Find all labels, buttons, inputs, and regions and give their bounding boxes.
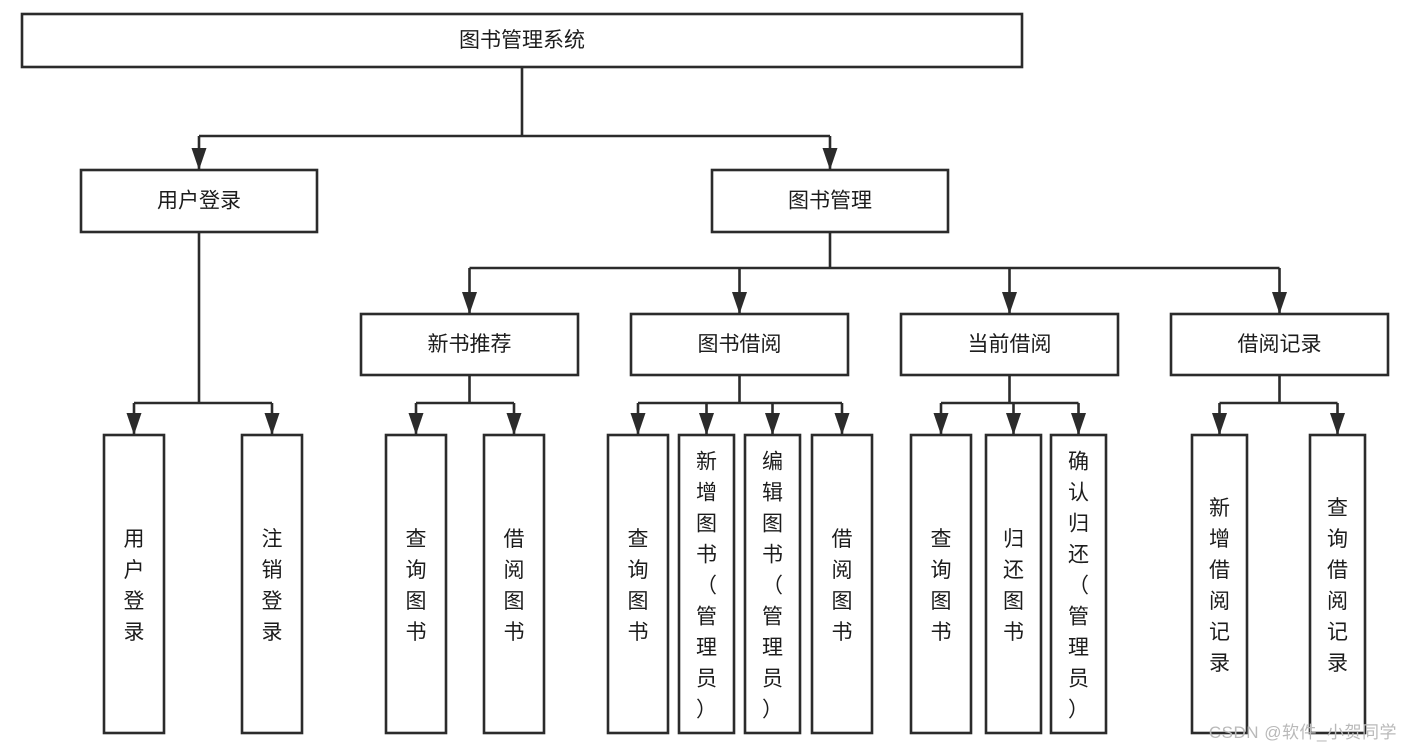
arrow-head-icon-book-borrow-1: [699, 413, 714, 435]
node-label-user-login: 用户登录: [157, 190, 241, 213]
node-box-book-borrow: [629, 312, 850, 377]
csdn-watermark: CSDN @软件_小贺同学: [1208, 723, 1397, 742]
node-leaf-logout-login[interactable]: 注销登录: [240, 433, 304, 735]
node-box-user-login: [79, 168, 319, 234]
arrow-head-icon-book-borrow-2: [765, 413, 780, 435]
nodes-layer: 图书管理系统用户登录图书管理新书推荐图书借阅当前借阅借阅记录用户登录注销登录查询…: [20, 12, 1390, 735]
node-root[interactable]: 图书管理系统: [20, 12, 1024, 69]
arrow-head-icon-book-borrow-3: [834, 413, 850, 435]
node-label-new-book-recommend: 新书推荐: [428, 333, 512, 356]
node-book-manage[interactable]: 图书管理: [710, 168, 950, 234]
node-label-leaf-edit-book-admin: 编辑图书（管理员）: [762, 451, 783, 722]
node-label-current-borrow: 当前借阅: [968, 333, 1052, 356]
node-box-borrow-record: [1169, 312, 1390, 377]
node-label-leaf-borrow-book-recommend: 借阅图书: [504, 528, 525, 644]
node-new-book-recommend[interactable]: 新书推荐: [359, 312, 580, 377]
connectors-layer: [126, 67, 1345, 435]
node-leaf-query-book-recommend[interactable]: 查询图书: [384, 433, 448, 735]
arrow-head-icon-root-1: [822, 148, 838, 170]
arrow-head-icon-borrow-record-1: [1330, 413, 1345, 435]
node-box-leaf-query-borrow-record: [1308, 433, 1367, 735]
node-leaf-edit-book-admin[interactable]: 编辑图书（管理员）: [743, 433, 802, 735]
arrow-head-icon-book-manage-3: [1272, 292, 1287, 314]
node-leaf-query-book-borrow[interactable]: 查询图书: [606, 433, 670, 735]
node-current-borrow[interactable]: 当前借阅: [899, 312, 1120, 377]
node-borrow-record[interactable]: 借阅记录: [1169, 312, 1390, 377]
node-label-leaf-return-book: 归还图书: [1003, 528, 1024, 644]
node-box-leaf-query-book-borrow: [606, 433, 670, 735]
node-leaf-user-login[interactable]: 用户登录: [102, 433, 166, 735]
node-leaf-borrow-book[interactable]: 借阅图书: [810, 433, 874, 735]
node-book-borrow[interactable]: 图书借阅: [629, 312, 850, 377]
node-leaf-confirm-return-admin[interactable]: 确认归还（管理员）: [1049, 433, 1108, 735]
arrow-head-icon-new-book-recommend-1: [506, 413, 522, 435]
node-label-leaf-user-login: 用户登录: [124, 528, 145, 644]
node-leaf-query-borrow-record[interactable]: 查询借阅记录: [1308, 433, 1367, 735]
node-label-leaf-add-borrow-record: 新增借阅记录: [1209, 497, 1230, 675]
node-label-leaf-query-book-current: 查询图书: [931, 528, 952, 644]
node-box-leaf-return-book: [984, 433, 1043, 735]
arrow-head-icon-current-borrow-0: [933, 413, 949, 435]
node-leaf-return-book[interactable]: 归还图书: [984, 433, 1043, 735]
node-box-root: [20, 12, 1024, 69]
arrow-head-icon-new-book-recommend-0: [408, 413, 424, 435]
node-box-leaf-user-login: [102, 433, 166, 735]
node-box-leaf-borrow-book: [810, 433, 874, 735]
node-label-root: 图书管理系统: [459, 29, 585, 52]
arrow-head-icon-borrow-record-0: [1212, 413, 1227, 435]
node-box-leaf-edit-book-admin: [743, 433, 802, 735]
node-box-leaf-query-book-current: [909, 433, 973, 735]
arrow-head-icon-book-manage-1: [732, 292, 747, 314]
node-box-leaf-borrow-book-recommend: [482, 433, 546, 735]
node-label-leaf-query-borrow-record: 查询借阅记录: [1327, 497, 1348, 675]
node-leaf-add-borrow-record[interactable]: 新增借阅记录: [1190, 433, 1249, 735]
node-box-leaf-logout-login: [240, 433, 304, 735]
node-box-leaf-add-book-admin: [677, 433, 736, 735]
arrow-head-icon-book-manage-2: [1002, 292, 1017, 314]
node-label-leaf-borrow-book: 借阅图书: [832, 528, 853, 644]
node-leaf-add-book-admin[interactable]: 新增图书（管理员）: [677, 433, 736, 735]
node-label-leaf-logout-login: 注销登录: [262, 528, 283, 644]
arrow-head-icon-book-manage-0: [462, 292, 477, 314]
node-label-leaf-query-book-borrow: 查询图书: [628, 528, 649, 644]
node-box-leaf-confirm-return-admin: [1049, 433, 1108, 735]
node-box-current-borrow: [899, 312, 1120, 377]
node-label-leaf-add-book-admin: 新增图书（管理员）: [696, 451, 717, 722]
node-label-borrow-record: 借阅记录: [1238, 333, 1322, 356]
node-label-book-borrow: 图书借阅: [698, 333, 782, 356]
arrow-head-icon-user-login-0: [126, 413, 142, 435]
arrow-head-icon-current-borrow-1: [1006, 413, 1021, 435]
node-label-leaf-query-book-recommend: 查询图书: [406, 528, 427, 644]
node-leaf-borrow-book-recommend[interactable]: 借阅图书: [482, 433, 546, 735]
node-label-book-manage: 图书管理: [788, 190, 872, 213]
node-user-login[interactable]: 用户登录: [79, 168, 319, 234]
arrow-head-icon-user-login-1: [264, 413, 280, 435]
node-label-leaf-confirm-return-admin: 确认归还（管理员）: [1068, 451, 1089, 722]
node-box-book-manage: [710, 168, 950, 234]
node-box-leaf-add-borrow-record: [1190, 433, 1249, 735]
arrow-head-icon-current-borrow-2: [1071, 413, 1086, 435]
arrow-head-icon-book-borrow-0: [630, 413, 646, 435]
node-leaf-query-book-current[interactable]: 查询图书: [909, 433, 973, 735]
node-box-leaf-query-book-recommend: [384, 433, 448, 735]
node-box-new-book-recommend: [359, 312, 580, 377]
arrow-head-icon-root-0: [191, 148, 207, 170]
